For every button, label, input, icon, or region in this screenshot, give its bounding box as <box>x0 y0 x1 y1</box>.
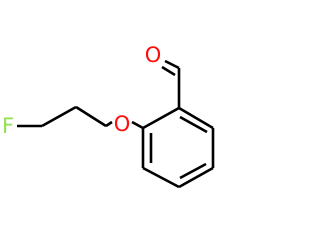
ring-inner-bond-2 <box>179 162 207 180</box>
ring-bond-2 <box>178 106 214 130</box>
carbonyl-oxygen-label: O <box>145 43 162 67</box>
bond-c-o-double <box>161 65 176 77</box>
molecule-structure: F O O <box>2 43 215 189</box>
ring-bond-1 <box>142 106 180 130</box>
ether-oxygen-label: O <box>114 112 131 136</box>
ring-bond-5 <box>142 166 180 189</box>
bond-c-o <box>105 120 113 128</box>
ring-bond-4 <box>178 166 214 189</box>
bond-c-o-single <box>164 59 180 70</box>
bond-o-ring <box>131 120 144 130</box>
bond-c-c <box>41 105 77 128</box>
bond-c-c2 <box>75 105 107 128</box>
ring-inner-bond-1 <box>179 115 208 134</box>
fluorine-label: F <box>2 114 14 138</box>
